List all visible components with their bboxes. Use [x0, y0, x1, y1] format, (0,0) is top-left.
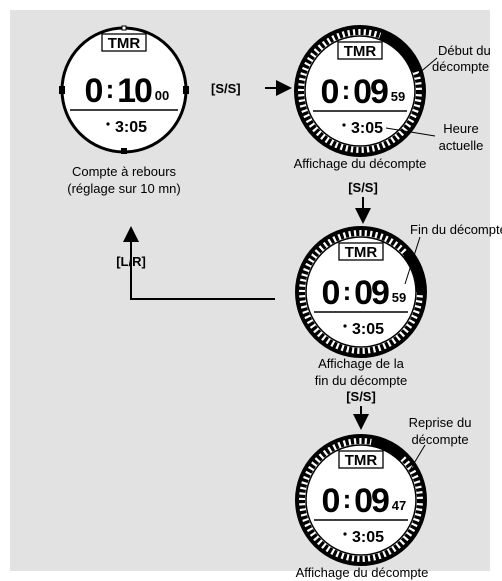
caption-countdown: Affichage du décompte: [294, 156, 427, 171]
bezel-ring: [298, 437, 424, 563]
leader-heure: [385, 127, 436, 137]
current-time: 3:05: [115, 119, 147, 136]
bezel-segments: [298, 437, 424, 563]
callout-debut-line2: décompte: [432, 59, 489, 74]
dial-inner: [305, 236, 417, 348]
countdown-hours: 0: [321, 73, 340, 111]
pm-dot: [343, 532, 347, 536]
countdown-seconds: 00: [155, 88, 169, 103]
countdown-colon: :: [342, 75, 351, 105]
current-time: 3:05: [352, 321, 384, 338]
countdown-seconds: 59: [392, 290, 406, 305]
caption-setting-line2: (réglage sur 10 mn): [67, 181, 180, 196]
countdown-minutes: 10: [117, 72, 152, 110]
tick-bottom: [121, 148, 127, 154]
caption-setting-line1: Compte à rebours: [72, 164, 177, 179]
caption-end-line2: fin du décompte: [315, 373, 408, 388]
mode-label: TMR: [108, 35, 141, 52]
callout-reprise-line1: Reprise du: [409, 415, 472, 430]
countdown-hours: 0: [322, 482, 341, 520]
ss-button-label-3: [S/S]: [346, 389, 376, 404]
dial-inner: [304, 35, 416, 147]
callout-reprise-line2: décompte: [411, 432, 468, 447]
ss-button-label-1: [S/S]: [211, 81, 241, 96]
arrow-end-back-to-setting: [123, 226, 275, 300]
mode-label: TMR: [345, 244, 378, 261]
bezel-ring: [297, 28, 423, 154]
leader-reprise: [409, 444, 426, 471]
current-time: 3:05: [351, 120, 383, 137]
countdown-minutes: 09: [354, 482, 389, 520]
countdown-hours: 0: [322, 274, 341, 312]
mode-label-box: [101, 33, 147, 52]
bezel-active-arc: [378, 31, 420, 73]
pm-dot: [106, 122, 110, 126]
bezel-active-arc: [370, 437, 406, 461]
bezel-segments: [297, 28, 423, 154]
countdown-minutes: 09: [353, 73, 388, 111]
pm-dot: [342, 123, 346, 127]
leader-fin: [404, 236, 421, 285]
tick-right: [183, 86, 189, 94]
callout-fin: Fin du décompte: [410, 222, 502, 237]
dial-inner: [305, 444, 417, 556]
countdown-seconds: 59: [391, 89, 405, 104]
tick-left: [59, 86, 65, 94]
mode-label-box: [337, 41, 383, 60]
mode-label: TMR: [345, 452, 378, 469]
countdown-hours: 0: [85, 72, 104, 110]
countdown-colon: :: [343, 276, 352, 306]
mode-label: TMR: [344, 43, 377, 60]
caption-end-line1: Affichage de la: [318, 356, 405, 371]
countdown-colon: :: [106, 74, 115, 104]
bezel-active-arc: [403, 251, 425, 293]
caption-resume: Affichage du décompte: [296, 565, 429, 580]
countdown-seconds: 47: [392, 498, 406, 513]
current-time: 3:05: [352, 529, 384, 546]
ss-button-label-2: [S/S]: [348, 180, 378, 195]
pm-dot: [343, 324, 347, 328]
callout-heure-line2: actuelle: [439, 138, 484, 153]
tick-top: [121, 25, 127, 31]
mode-label-box: [338, 242, 384, 261]
lr-button-label: [L/R]: [116, 254, 146, 269]
callout-heure-line1: Heure: [443, 121, 478, 136]
leader-debut: [417, 57, 438, 75]
countdown-colon: :: [343, 484, 352, 514]
callout-debut-line1: Début du: [438, 43, 491, 58]
countdown-minutes: 09: [354, 274, 389, 312]
mode-label-box: [338, 450, 384, 469]
